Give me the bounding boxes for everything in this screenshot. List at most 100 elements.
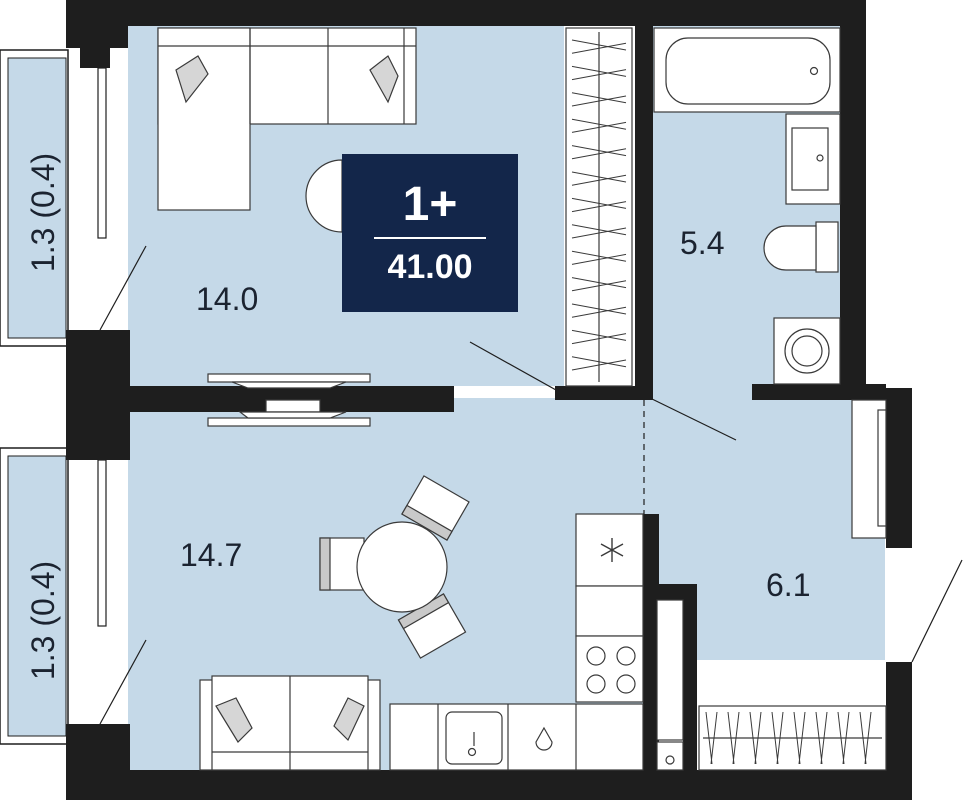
tv-bedroom-screen: [265, 399, 321, 413]
hanger-line: [571, 227, 627, 239]
hanger-line: [571, 69, 627, 81]
hanger-line: [798, 711, 806, 765]
window-top: [97, 67, 107, 239]
hanger-line: [571, 359, 627, 371]
hanger-line: [837, 711, 845, 765]
hanger-line: [571, 171, 627, 183]
balcony-top-area-label: 1.3 (0.4): [25, 153, 61, 272]
hanger-line: [820, 711, 828, 765]
wardrobe-living: [565, 27, 633, 387]
hall-niche: [656, 599, 684, 771]
cushion-left-icon: [175, 55, 209, 104]
pillow-right-icon: [333, 697, 365, 742]
dining-table: [356, 521, 448, 613]
sink-bathroom: [785, 113, 841, 205]
armchair-round: [305, 159, 343, 233]
door-swing-balcony-top: [99, 245, 147, 331]
window-bottom: [97, 459, 107, 627]
hanger-line: [864, 711, 872, 765]
wall-left-pier-bottom: [66, 724, 130, 800]
wall-bath-left: [635, 26, 653, 398]
wall-bath-bottom-right: [752, 384, 886, 400]
hanger-line: [771, 711, 779, 765]
hanger-line: [776, 711, 784, 765]
hanger-line: [710, 711, 718, 765]
sink-bathroom-drain-icon: [816, 154, 824, 162]
bathtub-basin: [665, 37, 831, 105]
balcony-bottom-floor: [7, 455, 67, 737]
hanger-line: [571, 253, 627, 265]
door-swing-balcony-bottom: [99, 639, 147, 725]
apartment-badge-background: [342, 154, 518, 312]
door-swing-entry: [911, 559, 963, 663]
kitchen-counter: [389, 703, 644, 771]
bathroom-area-label: 5.4: [680, 225, 724, 261]
cushion-right-icon: [369, 55, 399, 104]
chair-left-back: [319, 537, 331, 591]
wardrobe-living-hangers: [571, 39, 627, 371]
hanger-line: [571, 174, 627, 186]
toilet-tank: [815, 221, 839, 273]
kitchen-hob: [575, 635, 644, 703]
wall-outer-top: [66, 0, 866, 26]
hanger-line: [571, 329, 627, 341]
wardrobe-hall-hangers: [705, 711, 872, 765]
hanger-line: [732, 711, 740, 765]
hanger-line: [859, 711, 867, 765]
hanger-line: [571, 306, 627, 318]
chair-top-back: [401, 504, 453, 541]
hanger-line: [571, 145, 627, 157]
hall-niche-knob-icon: [665, 755, 675, 765]
apartment-badge: 1+ 41.00: [342, 154, 518, 312]
wall-outer-bottom: [66, 770, 912, 800]
hob-burner-3-icon: [586, 674, 606, 694]
hanger-line: [571, 333, 627, 345]
wall-niche-right: [683, 584, 697, 770]
sofa-living-chaise: [157, 27, 251, 211]
wall-left-stub-1: [80, 0, 110, 68]
hanger-line: [571, 95, 627, 107]
hob-burner-2-icon: [616, 646, 636, 666]
fridge-snowflake-icon: [600, 538, 624, 562]
tv-living: [207, 373, 371, 389]
walls: [66, 0, 912, 800]
sofa-living: [157, 27, 417, 211]
chair-top: [401, 475, 470, 541]
hanger-line: [571, 224, 627, 236]
bedroom-area-label: 14.7: [180, 537, 242, 573]
tv-bedroom-base: [238, 411, 347, 419]
hanger-line: [571, 42, 627, 54]
hanger-line: [571, 121, 627, 133]
wardrobe-hall: [698, 705, 887, 771]
wall-kitchen-partition: [643, 514, 659, 770]
balcony-top: [0, 49, 69, 347]
washing-machine-drum-inner: [791, 335, 823, 367]
hanger-line: [754, 711, 762, 765]
kitchen-column-mid: [575, 585, 644, 637]
windows: [97, 67, 107, 627]
hanger-line: [749, 711, 757, 765]
door-swings: [99, 245, 963, 725]
hall-shelf-door: [877, 409, 887, 527]
hanger-line: [705, 711, 713, 765]
hanger-line: [571, 201, 627, 213]
toilet-bowl: [763, 225, 817, 271]
bathtub: [653, 27, 841, 113]
hanger-line: [793, 711, 801, 765]
hall-shelf: [851, 399, 887, 539]
wall-closet-stub: [555, 386, 653, 400]
balcony-bottom: [0, 447, 69, 745]
dining-set: [319, 475, 470, 659]
bathtub-drain-icon: [809, 66, 819, 76]
hanger-line: [571, 250, 627, 262]
balcony-bottom-area-label: 1.3 (0.4): [25, 561, 61, 680]
wall-left-pier-mid: [66, 330, 130, 460]
toilet: [763, 221, 839, 273]
tv-living-stand: [207, 373, 371, 383]
hanger-line: [571, 356, 627, 368]
tv-bedroom: [207, 399, 371, 427]
hanger-line: [571, 303, 627, 315]
floor-corridor: [560, 386, 660, 516]
hanger-line: [727, 711, 735, 765]
